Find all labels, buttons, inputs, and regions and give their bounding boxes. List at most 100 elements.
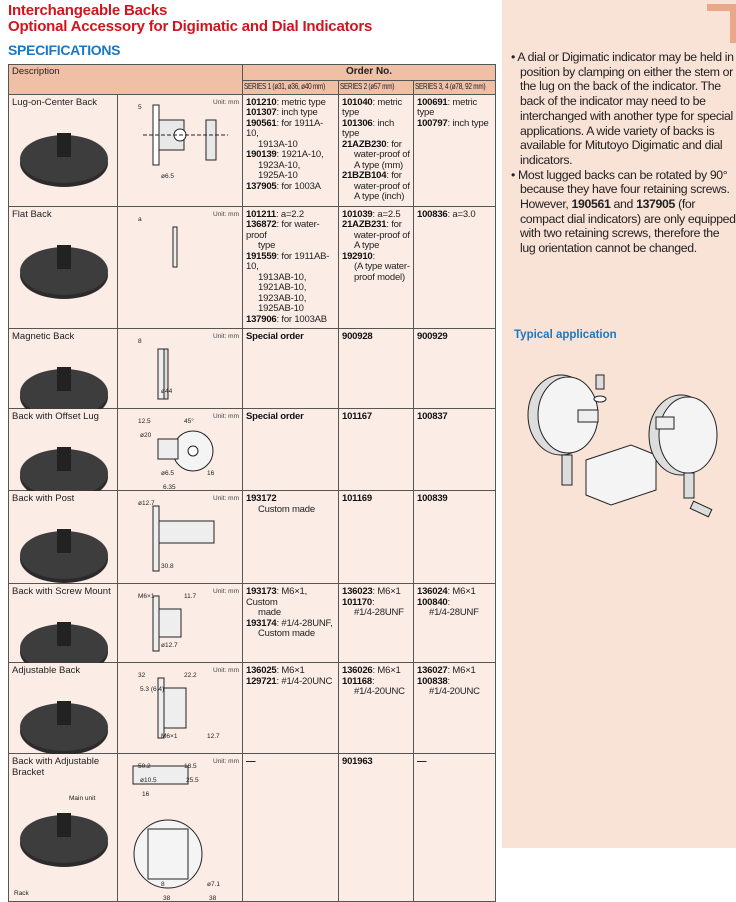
row-description: Magnetic Back [8, 328, 118, 421]
order-line: 129721: #1/4-20UNC [246, 675, 335, 688]
section-heading: SPECIFICATIONS [8, 42, 121, 58]
note-text: Most lugged backs can be rotated by 90° … [518, 167, 730, 212]
header-description: Description [8, 64, 243, 95]
order-line: 101169 [342, 493, 410, 505]
order-note: : M6×1 [372, 586, 401, 597]
order-number: 137905 [246, 180, 277, 192]
order-number: Special order [246, 411, 304, 422]
order-line: 100839 [417, 493, 492, 505]
order-number: 21AZB230 [342, 138, 387, 150]
dimension-label: 5.3 (6.4) [140, 686, 164, 693]
typical-application-heading: Typical application [514, 329, 617, 341]
order-number: 100837 [417, 411, 448, 422]
row-name: Flat Back [12, 208, 52, 220]
order-note: : 1921A-10, [276, 149, 324, 160]
dimension-label: 5 [138, 104, 142, 111]
row-name: Back with Offset Lug [12, 411, 99, 422]
order-line: 21AZB230: for [342, 138, 410, 151]
order-cell-s2: 101167 [338, 408, 414, 491]
order-line: 100838: [417, 675, 492, 688]
dimension-label: 16 [207, 470, 215, 477]
row-name: Back with Screw Mount [12, 586, 111, 597]
order-line: 101039: a=2.5 [342, 208, 410, 221]
order-number: 136025 [246, 665, 277, 676]
row-name: Lug-on-Center Back [12, 96, 98, 108]
dimension-label: ø12.7 [161, 642, 178, 649]
dimension-label: ø20 [140, 432, 152, 439]
order-note-cont: #1/4-20UNC [429, 686, 480, 697]
header-order-no: Order No. [241, 64, 497, 81]
order-cell-s1: Special order [242, 328, 339, 409]
order-number: 101169 [342, 493, 372, 504]
order-line: 193172 [246, 493, 335, 505]
order-number: 101211 [246, 208, 276, 220]
order-line: 101168: [342, 676, 410, 688]
note-text: A dial or Digimatic indicator may be hel… [517, 50, 734, 167]
order-number: 193174 [246, 617, 277, 629]
order-line: — [246, 756, 335, 768]
photo-label: Main unit [69, 795, 96, 802]
order-note: : for [386, 219, 402, 230]
row-description: Flat Back [8, 205, 118, 329]
order-line: 101170: [342, 596, 410, 609]
unit-label: Unit: mm [213, 588, 239, 595]
order-note: : #1/4-20UNC [276, 675, 333, 687]
order-note: : [371, 596, 375, 608]
order-line: 101167 [342, 411, 410, 423]
order-number: 100840 [417, 596, 448, 608]
order-line: 136027: M6×1 [417, 665, 492, 677]
order-line: 100837 [417, 411, 492, 423]
order-number: 192910 [342, 250, 373, 262]
product-photo [20, 244, 108, 299]
order-cell-s3: 100836: a=3.0 [412, 205, 497, 329]
order-line: 101040: metric type [342, 97, 410, 119]
dimension-label: 22.2 [184, 672, 197, 679]
row-name: Adjustable Back [12, 665, 81, 676]
row-name: Magnetic Back [12, 331, 75, 342]
order-number: 100838 [417, 675, 448, 687]
order-note-cont: 1925A-10 [258, 170, 298, 181]
dimension-label: ø6.5 [161, 470, 174, 477]
order-number: 136023 [342, 586, 373, 597]
model-number: 137905 [636, 197, 676, 212]
order-note-cont: water-proof of [354, 149, 410, 160]
order-number: 900929 [417, 331, 448, 342]
product-photo [20, 813, 108, 867]
product-photo [20, 529, 108, 583]
order-note-cont: #1/4-28UNF [429, 607, 479, 618]
dimension-label: 32 [138, 672, 146, 679]
product-photo [20, 701, 108, 755]
order-number: 136027 [417, 665, 448, 676]
order-note-cont: A type [354, 240, 380, 251]
page-title: Interchangeable Backs [8, 2, 168, 19]
order-line: 136023: M6×1 [342, 586, 410, 598]
order-line: 100691: metric type [417, 97, 492, 119]
order-number: 100836 [417, 208, 448, 220]
order-note-cont: 1913A-10 [258, 138, 298, 150]
order-note: : #1/4-28UNF, [276, 617, 333, 629]
order-note: : M6×1 [372, 665, 401, 676]
order-note: : for [386, 138, 402, 150]
order-note: : for [386, 170, 402, 181]
row-description: Back with Offset Lug [8, 408, 118, 501]
order-number: 101307 [246, 107, 277, 118]
header-series-2-cell: SERIES 2 (ø57 mm) [338, 79, 414, 95]
order-note: : a=2.5 [372, 208, 401, 220]
order-note: : metric type [276, 96, 326, 108]
order-note: : M6×1 [447, 586, 476, 597]
dimension-label: ø7.1 [207, 881, 220, 888]
order-note: : inch type [447, 117, 489, 129]
